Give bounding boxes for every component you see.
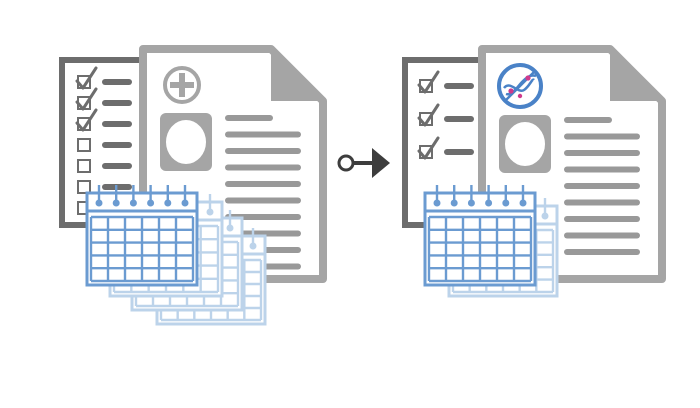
checklist-row	[75, 108, 132, 132]
checkmark-icon	[417, 103, 440, 127]
document-text-line	[564, 249, 640, 255]
left-document-fold	[271, 49, 323, 101]
checkbox-icon	[77, 159, 91, 173]
left-calendar-stack	[85, 185, 267, 326]
left-photo-placeholder	[160, 113, 212, 171]
document-text-line	[564, 117, 612, 123]
checkmark-icon	[75, 108, 98, 132]
checklist-line	[102, 163, 132, 169]
document-text-line	[225, 181, 301, 187]
document-text-line	[564, 166, 640, 173]
checkmark-icon	[417, 136, 440, 160]
checklist-row	[417, 136, 474, 160]
document-text-line	[564, 133, 640, 140]
checklist-line	[444, 116, 474, 122]
checklist-row	[417, 103, 474, 127]
checklist-line	[444, 149, 474, 155]
left-document-group	[59, 45, 327, 326]
document-text-line	[564, 150, 640, 156]
checklist-row	[77, 138, 132, 152]
document-text-line	[564, 199, 640, 206]
right-document-text-lines	[564, 117, 640, 255]
document-text-line	[225, 164, 301, 171]
checklist-line	[102, 79, 132, 85]
dna-icon	[497, 63, 543, 109]
calendar-icon	[85, 185, 199, 287]
checklist-row	[417, 70, 474, 94]
document-text-line	[564, 232, 640, 239]
right-document-group	[402, 45, 666, 298]
document-text-line	[225, 148, 301, 154]
document-text-line	[225, 214, 301, 220]
document-text-line	[225, 197, 301, 204]
document-text-line	[225, 131, 301, 138]
checkmark-icon	[75, 66, 98, 90]
checklist-row	[75, 87, 132, 111]
right-checklist-rows	[417, 70, 474, 160]
checklist-line	[102, 100, 132, 106]
checkbox-icon	[77, 138, 91, 152]
checkbox-icon	[77, 180, 91, 194]
checklist-line	[102, 121, 132, 127]
document-text-line	[564, 216, 640, 222]
right-calendar-stack	[423, 185, 559, 298]
checkmark-icon	[417, 70, 440, 94]
checklist-row	[77, 159, 132, 173]
document-text-line	[225, 115, 273, 121]
checklist-line	[444, 83, 474, 89]
checkmark-icon	[75, 87, 98, 111]
arrow-right-icon	[337, 148, 390, 178]
checklist-row	[75, 66, 132, 90]
medical-plus-icon	[163, 66, 201, 104]
checklist-line	[102, 142, 132, 148]
right-document-fold	[610, 49, 662, 101]
calendar-icon	[423, 185, 537, 287]
right-photo-placeholder	[499, 115, 551, 173]
document-text-line	[564, 183, 640, 189]
